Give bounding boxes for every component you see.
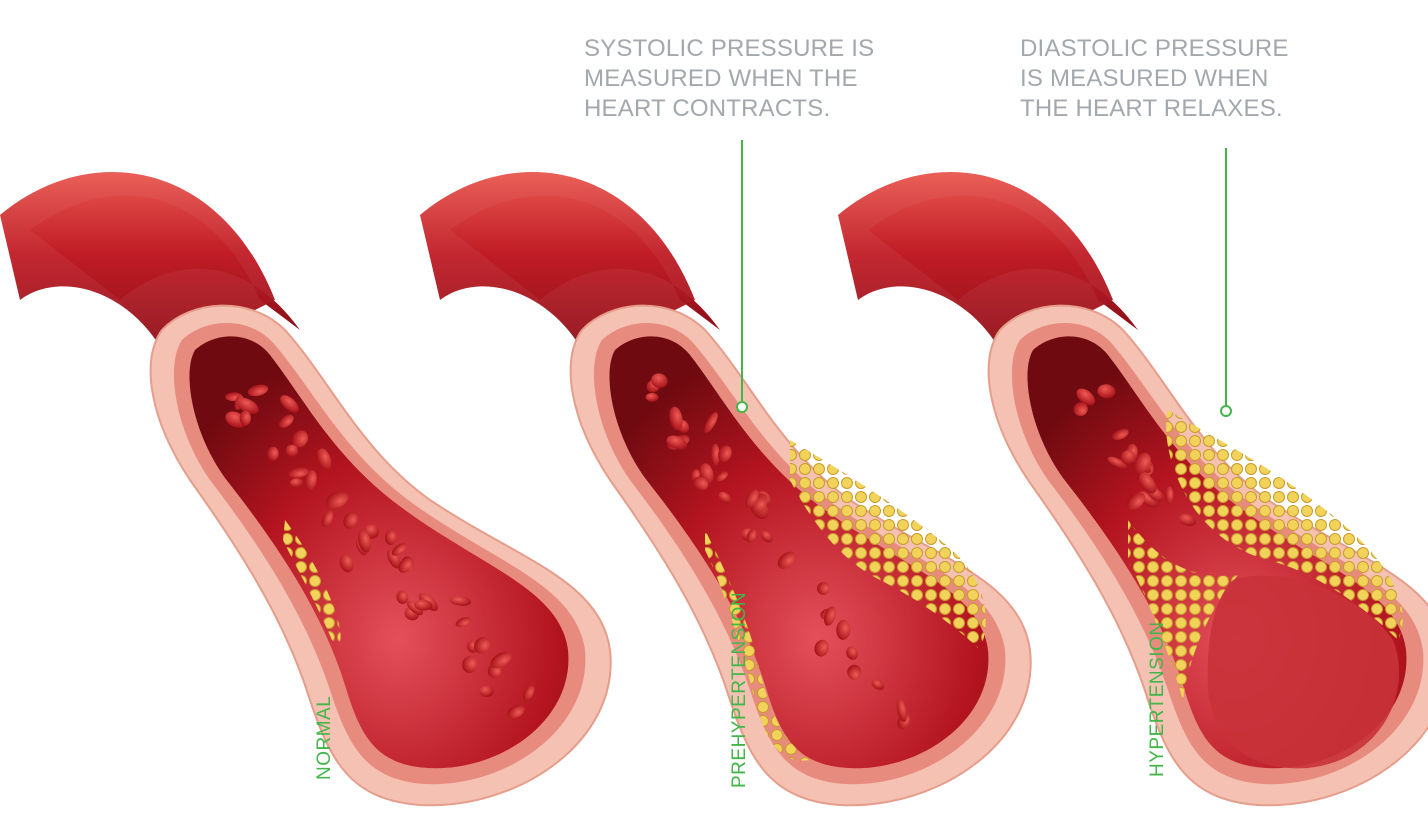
systolic-caption: SYSTOLIC PRESSURE IS MEASURED WHEN THE H… <box>584 34 874 124</box>
normal-label: NORMAL <box>314 696 336 780</box>
diastolic-caption-line-2: IS MEASURED WHEN <box>1020 64 1289 94</box>
systolic-caption-line-2: MEASURED WHEN THE <box>584 64 874 94</box>
prehypertension-label: PREHYPERTENSION <box>729 592 751 788</box>
systolic-caption-line-1: SYSTOLIC PRESSURE IS <box>584 34 874 64</box>
diastolic-caption: DIASTOLIC PRESSURE IS MEASURED WHEN THE … <box>1020 34 1289 124</box>
hypertension-label: HYPERTENSION <box>1147 621 1169 777</box>
diastolic-caption-line-3: THE HEART RELAXES. <box>1020 94 1289 124</box>
diastolic-leader-dot <box>1221 406 1231 416</box>
systolic-caption-line-3: HEART CONTRACTS. <box>584 94 874 124</box>
blood-cell <box>290 478 304 487</box>
diastolic-caption-line-1: DIASTOLIC PRESSURE <box>1020 34 1289 64</box>
blood-cell <box>1165 486 1173 504</box>
systolic-leader-dot <box>737 402 747 412</box>
